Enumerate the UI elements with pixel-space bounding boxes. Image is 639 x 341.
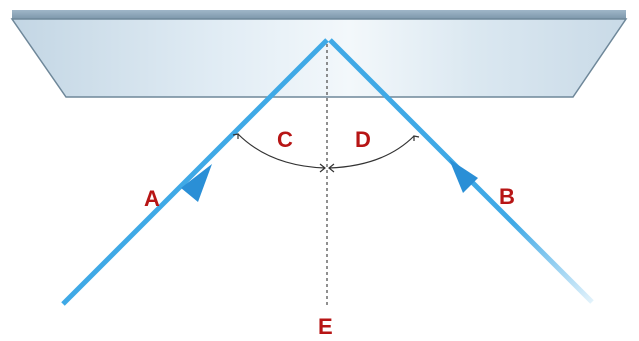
reflected-ray-a [61,38,329,306]
arrow-up-icon [449,159,478,193]
mirror-top-edge [12,10,626,19]
angle-arc-c [232,133,326,173]
label-a: A [144,186,160,211]
mirror [10,10,628,98]
label-b: B [499,184,515,209]
mirror-surface [10,18,628,98]
label-c: C [277,127,293,152]
incident-ray-b [328,38,594,304]
label-e: E [318,314,333,339]
arrow-down-icon [181,164,212,202]
angle-arc-d [328,135,420,173]
label-d: D [355,127,371,152]
